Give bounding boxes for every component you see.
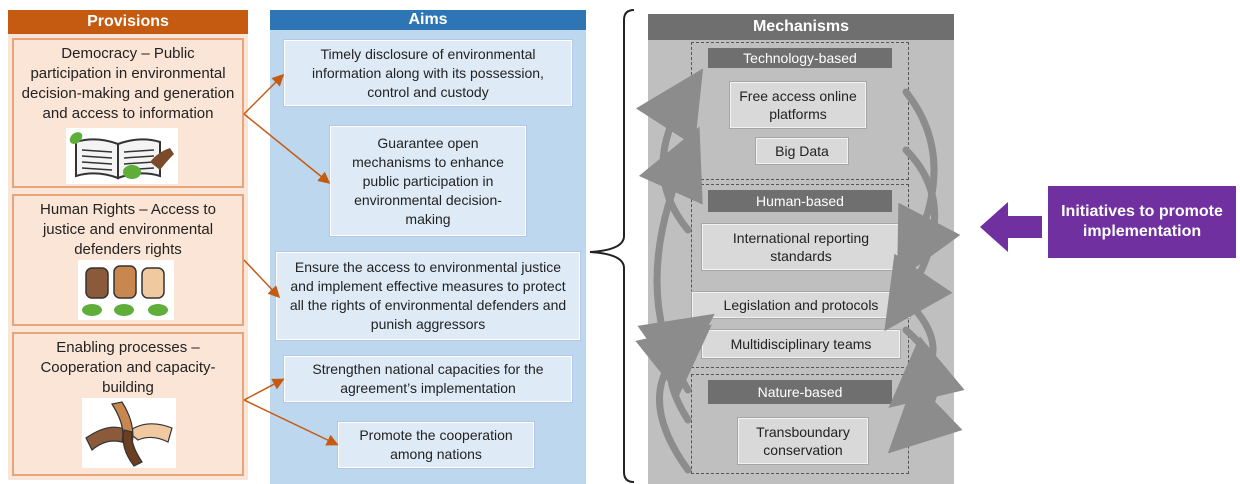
left-arrow-icon bbox=[980, 202, 1042, 252]
transboundary-conservation-text: Transboundary conservation bbox=[756, 424, 850, 458]
international-reporting-text: International reporting standards bbox=[732, 230, 870, 264]
provision-democracy-text: Democracy – Public participation in envi… bbox=[21, 45, 235, 122]
big-data: Big Data bbox=[756, 138, 848, 164]
aim-cooperation-text: Promote the cooperation among nations bbox=[359, 427, 513, 462]
aim-environmental-justice: Ensure the access to environmental justi… bbox=[276, 252, 580, 340]
aim-timely-disclosure: Timely disclosure of environmental infor… bbox=[284, 40, 572, 106]
aim-open-mechanisms-text: Guarantee open mechanisms to enhance pub… bbox=[352, 134, 504, 227]
raised-fists-icon bbox=[78, 260, 174, 320]
legislation-protocols-text: Legislation and protocols bbox=[723, 297, 879, 313]
book-with-leaves-icon bbox=[66, 128, 178, 184]
aim-national-capacities: Strengthen national capacities for the a… bbox=[284, 356, 572, 402]
multidisciplinary-teams: Multidisciplinary teams bbox=[702, 330, 900, 358]
provision-democracy: Democracy – Public participation in envi… bbox=[12, 38, 244, 188]
curly-brace-icon bbox=[589, 9, 635, 483]
technology-based-label: Technology-based bbox=[708, 48, 892, 68]
initiatives-box: Initiatives to promote implementation bbox=[1048, 186, 1236, 258]
provision-to-aim-connectors bbox=[243, 73, 339, 446]
curved-arrow-icon bbox=[635, 68, 965, 474]
international-reporting-standards: International reporting standards bbox=[702, 224, 900, 270]
legislation-and-protocols: Legislation and protocols bbox=[692, 292, 910, 318]
aims-header: Aims bbox=[270, 10, 586, 30]
aim-environmental-justice-text: Ensure the access to environmental justi… bbox=[289, 259, 567, 332]
provision-human-rights-text: Human Rights – Access to justice and env… bbox=[40, 201, 216, 258]
aim-timely-disclosure-text: Timely disclosure of environmental infor… bbox=[312, 45, 544, 100]
provisions-header: Provisions bbox=[8, 10, 248, 34]
joined-hands-icon bbox=[82, 398, 176, 468]
provision-enabling-processes: Enabling processes – Cooperation and cap… bbox=[12, 332, 244, 476]
transboundary-conservation: Transboundary conservation bbox=[738, 418, 868, 464]
free-access-platforms-text: Free access online platforms bbox=[739, 88, 857, 122]
multidisciplinary-teams-text: Multidisciplinary teams bbox=[730, 336, 872, 352]
free-access-platforms: Free access online platforms bbox=[730, 82, 866, 128]
nature-based-label: Nature-based bbox=[708, 380, 892, 404]
mechanisms-header: Mechanisms bbox=[648, 14, 954, 40]
provision-enabling-text: Enabling processes – Cooperation and cap… bbox=[40, 339, 216, 396]
initiatives-text: Initiatives to promote implementation bbox=[1061, 203, 1223, 240]
aim-national-capacities-text: Strengthen national capacities for the a… bbox=[312, 361, 544, 396]
big-data-text: Big Data bbox=[775, 143, 829, 159]
human-based-label: Human-based bbox=[708, 190, 892, 212]
aim-open-mechanisms: Guarantee open mechanisms to enhance pub… bbox=[330, 126, 526, 236]
